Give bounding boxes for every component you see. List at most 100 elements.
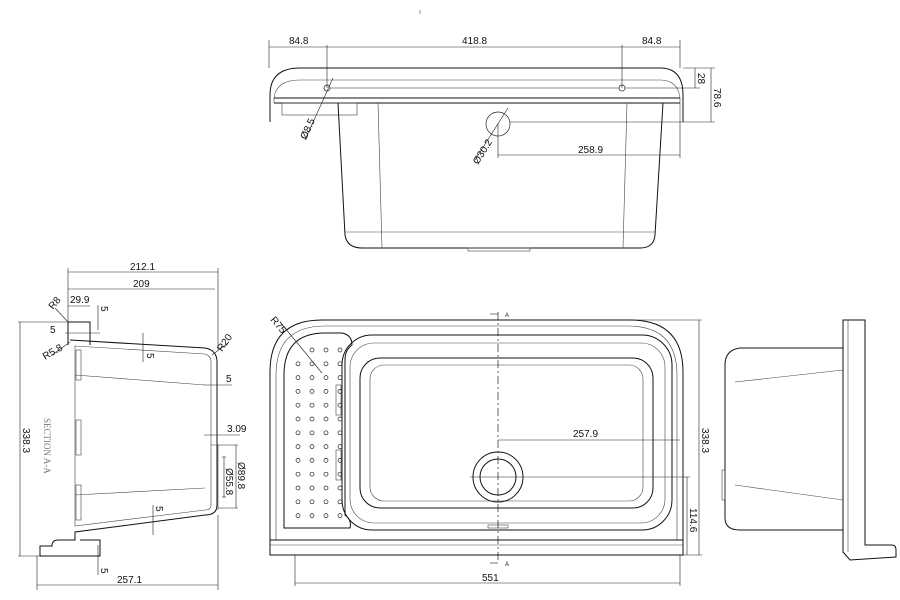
- drainer-hole: [295, 444, 301, 449]
- drain-outer-dia: Ø89.8: [235, 462, 246, 490]
- dim-84-8-right: 84.8: [642, 36, 662, 47]
- dim-78-6: 78.6: [711, 88, 722, 108]
- drain-inner-dia: Ø55.8: [223, 468, 234, 496]
- radius-r75: R75: [268, 315, 289, 336]
- drainer-hole: [295, 402, 301, 408]
- bowl-floor: [359, 357, 654, 509]
- drainer-hole: [309, 402, 315, 408]
- dim-257-1: 257.1: [117, 575, 142, 586]
- drainer-hole: [295, 458, 301, 463]
- dim-212-1: 212.1: [130, 262, 155, 273]
- sink-outline: [269, 319, 684, 556]
- drainer-hole: [337, 416, 343, 422]
- drainer-hole: [295, 389, 301, 394]
- drainer-hole: [337, 485, 343, 491]
- drainer-hole: [295, 430, 301, 436]
- dim-29-9: 29.9: [70, 295, 90, 306]
- bowl-edge: [377, 102, 383, 249]
- drainer-edge: [281, 102, 358, 116]
- section-marker-top: A: [505, 313, 509, 319]
- drainer-hole: [323, 375, 329, 380]
- drainer-hole: [337, 430, 343, 436]
- dim-3-09: 3.09: [227, 424, 247, 435]
- drainer-hole: [337, 361, 343, 367]
- dim-5-lower: 5: [153, 506, 164, 512]
- drainer-hole: [295, 375, 301, 380]
- dim-258-9: 258.9: [578, 145, 603, 156]
- dim-5-upper: 5: [144, 353, 155, 359]
- rear-flange: [67, 321, 91, 345]
- drainer-hole: [323, 347, 329, 353]
- dim-257-9: 257.9: [573, 429, 598, 440]
- rim-outline: [269, 67, 684, 122]
- drainer-hole: [323, 499, 329, 505]
- drainer-hole: [295, 361, 301, 367]
- dim-5-top: 5: [98, 306, 109, 312]
- section-inner: [74, 345, 212, 527]
- section-marker-bottom: A: [505, 562, 509, 568]
- drainer-hole: [309, 347, 315, 353]
- dim-551: 551: [482, 573, 499, 584]
- drainer-hole: [323, 471, 329, 477]
- drainer-hole: [337, 499, 343, 505]
- drainer-hole: [337, 471, 343, 477]
- drainer-hole: [295, 485, 301, 491]
- drainer-hole: [337, 389, 343, 394]
- dim-418-8: 418.8: [462, 36, 487, 47]
- drainer-hole: [309, 444, 315, 449]
- dim-5-flange: 5: [50, 325, 56, 336]
- drainer-hole: [309, 471, 315, 477]
- drainer-hole: [309, 430, 315, 436]
- drainer-hole: [323, 513, 329, 518]
- drainer-hole: [309, 499, 315, 505]
- dim-338-3-plan: 338.3: [699, 428, 710, 453]
- drainer-hole: [323, 485, 329, 491]
- dim-338-3: 338.3: [20, 428, 31, 453]
- drainer-holes: [295, 347, 343, 518]
- dim-84-8-left: 84.8: [289, 36, 309, 47]
- drainer-hole: [309, 513, 315, 518]
- radius-r20: R20: [215, 332, 235, 354]
- radius-r8: R8: [47, 295, 64, 312]
- side-view: [721, 319, 897, 561]
- drainer-hole: [337, 458, 343, 463]
- section-view: SECTION A-A 212.1 209 29.9 338.3 257.1 3…: [18, 262, 247, 590]
- bowl-edge: [622, 102, 628, 249]
- side-panel: [842, 319, 897, 561]
- drainer-hole: [323, 402, 329, 408]
- drainer-hole: [295, 471, 301, 477]
- dim-114-6: 114.6: [687, 508, 698, 533]
- drainer-hole: [337, 375, 343, 380]
- section-label: SECTION A-A: [42, 418, 52, 474]
- bowl-rim: [341, 334, 673, 531]
- drainer-hole: [337, 402, 343, 408]
- dim-28: 28: [695, 73, 706, 85]
- radius-r5-8: R5.8: [41, 342, 65, 362]
- drainer-hole: [295, 499, 301, 505]
- drainer-hole: [309, 361, 315, 367]
- drainer-hole: [309, 389, 315, 394]
- drainer-hole: [295, 513, 301, 518]
- dim-209: 209: [133, 279, 150, 290]
- drainer-hole: [309, 375, 315, 380]
- drainer-hole: [295, 416, 301, 422]
- drainer-hole: [323, 458, 329, 463]
- hole-small-label: Ø8.5: [299, 117, 318, 142]
- hole-large-label: Ø30.2: [471, 137, 495, 166]
- drainer-hole: [323, 444, 329, 449]
- top-view: 84.8 418.8 84.8 28 78.6 258.9 Ø8.5 Ø30.2: [268, 10, 722, 252]
- drainer-hole: [323, 416, 329, 422]
- drainer-hole: [337, 347, 343, 353]
- dim-5-base: 5: [98, 568, 109, 574]
- drainer-hole: [323, 430, 329, 436]
- drainer-hole: [323, 389, 329, 394]
- drainer-hole: [337, 444, 343, 449]
- drainer-hole: [309, 485, 315, 491]
- drainer-hole: [337, 513, 343, 518]
- section-outline: [39, 339, 218, 557]
- rim-inner: [273, 79, 681, 122]
- drainer-hole: [309, 416, 315, 422]
- drainer-hole: [309, 458, 315, 463]
- side-body: [724, 347, 843, 531]
